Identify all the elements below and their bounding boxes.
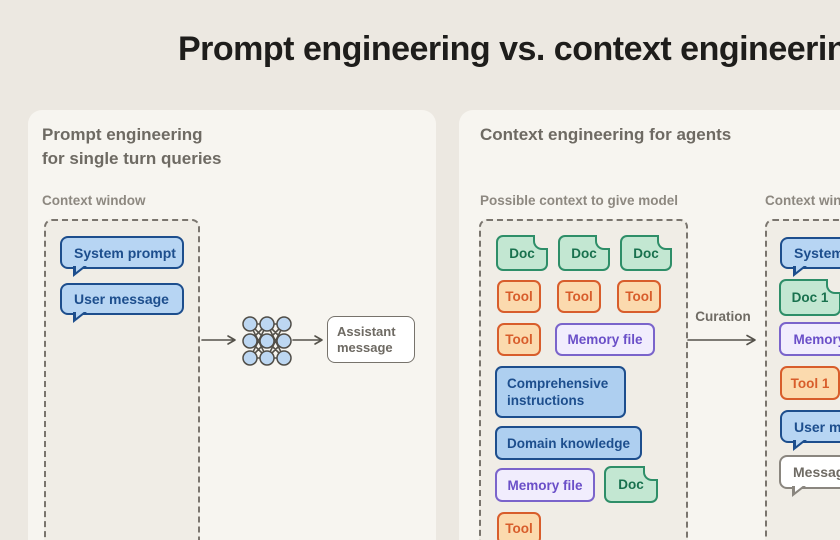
curation-label: Curation [695, 309, 751, 324]
neural-network-icon [242, 316, 292, 366]
assistant-message-box: Assistant message [327, 316, 415, 363]
memory-file-tag: Memory file [779, 322, 840, 356]
page-title: Prompt engineering vs. context engineeri… [178, 30, 840, 68]
message-history-bubble: Message history [779, 455, 840, 497]
doc-tag: Doc [604, 466, 658, 503]
system-prompt-bubble: System prompt [780, 237, 840, 277]
memory-file-tag: Memory file [495, 468, 595, 502]
doc-tag: Doc [620, 235, 672, 271]
left-panel-heading-line2: for single turn queries [42, 149, 222, 168]
arrow-icon [201, 335, 236, 345]
tool-tag: Tool [497, 280, 541, 313]
memory-file-tag: Memory file [555, 323, 655, 356]
system-prompt-bubble: System prompt [60, 236, 184, 277]
tool-tag: Tool [557, 280, 601, 313]
left-context-window-label: Context window [42, 193, 146, 208]
right-panel-heading: Context engineering for agents [480, 125, 732, 144]
user-message-bubble: User message [780, 410, 840, 451]
domain-knowledge-tag: Domain knowledge [495, 426, 642, 460]
doc-tag: Doc 1 [779, 279, 840, 316]
tool-tag: Tool 1 [780, 366, 840, 400]
curation-arrow-icon [687, 334, 756, 346]
doc-tag: Doc [496, 235, 548, 271]
doc-tag: Doc [558, 235, 610, 271]
left-panel-heading-line1: Prompt engineering [42, 125, 203, 144]
right-context-window-label: Context window [765, 193, 840, 208]
left-context-window-box [44, 219, 200, 540]
tool-tag: Tool [497, 323, 541, 356]
user-message-bubble: User message [60, 283, 184, 323]
comprehensive-instructions-tag: Comprehensive instructions [495, 366, 626, 418]
arrow-icon [292, 335, 323, 345]
tool-tag: Tool [497, 512, 541, 540]
tool-tag: Tool [617, 280, 661, 313]
possible-context-label: Possible context to give model [480, 193, 679, 208]
left-panel-heading: Prompt engineering for single turn queri… [42, 123, 221, 171]
